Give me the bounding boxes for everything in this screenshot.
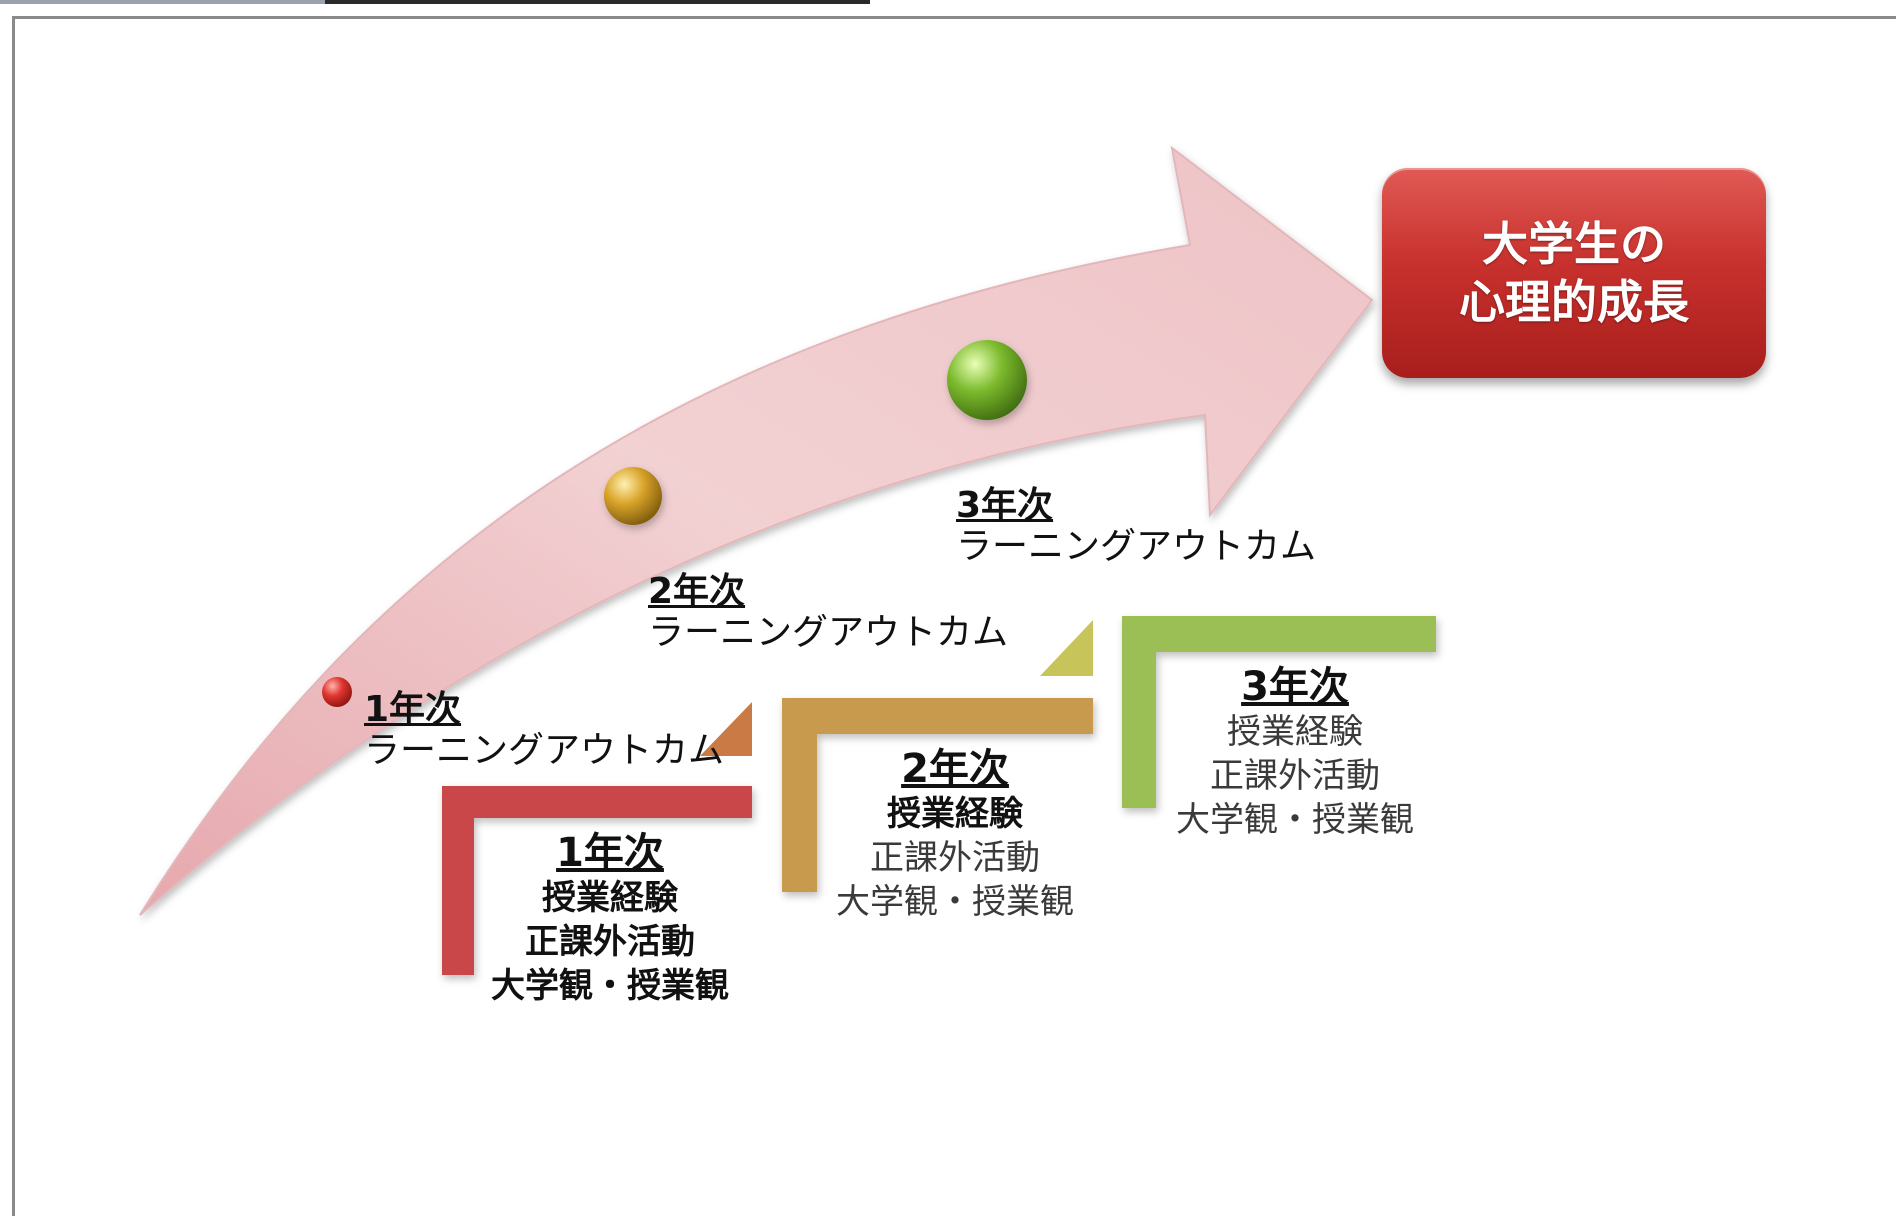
step-bracket-year3 [1122,616,1436,808]
growth-arrow [139,145,1374,916]
step-bracket-year2 [782,698,1093,892]
dot-year3 [947,340,1027,420]
step-year-year3: 3年次 [1241,664,1349,710]
step-text-year1: 1年次 授業経験 正課外活動 大学観・授業観 [470,830,750,1008]
step-line-3-year3: 大学観・授業観 [1176,800,1414,840]
slide-frame [12,16,1896,1216]
step-line-2-year1: 正課外活動 [525,922,695,962]
step-text-year3: 3年次 授業経験 正課外活動 大学観・授業観 [1155,664,1435,842]
outcome-label-year1: 1年次 ラーニングアウトカム [364,690,724,772]
step-line-2-year2: 正課外活動 [870,838,1040,878]
step-line-1-year3: 授業経験 [1227,712,1363,752]
outcome-text-year2: ラーニングアウトカム [648,612,1009,653]
outcome-year-year2: 2年次 [648,571,746,612]
step-line-1-year2: 授業経験 [887,794,1023,834]
outcome-year-year1: 1年次 [364,689,462,730]
outcome-text-year1: ラーニングアウトカム [364,730,725,771]
goal-box: 大学生の 心理的成長 [1382,168,1766,378]
growth-diagram [139,145,1436,975]
step-line-3-year1: 大学観・授業観 [491,966,729,1006]
outcome-label-year3: 3年次 ラーニングアウトカム [956,486,1316,568]
step-line-3-year2: 大学観・授業観 [836,882,1074,922]
step-year-year2: 2年次 [901,746,1009,792]
outcome-label-year2: 2年次 ラーニングアウトカム [648,572,1008,654]
outcome-year-year3: 3年次 [956,485,1054,526]
goal-text: 大学生の 心理的成長 [1459,217,1689,329]
step-line-2-year3: 正課外活動 [1210,756,1380,796]
outcome-text-year3: ラーニングアウトカム [956,526,1317,567]
step-bracket-year1 [442,786,752,975]
dot-year1 [322,677,352,707]
connector-year1 [700,702,752,756]
step-year-year1: 1年次 [556,830,664,876]
step-text-year2: 2年次 授業経験 正課外活動 大学観・授業観 [815,746,1095,924]
step-line-1-year1: 授業経験 [542,878,678,918]
window-top-strip-dark [325,0,870,4]
dot-year2 [604,467,662,525]
connector-year2 [1040,620,1093,676]
